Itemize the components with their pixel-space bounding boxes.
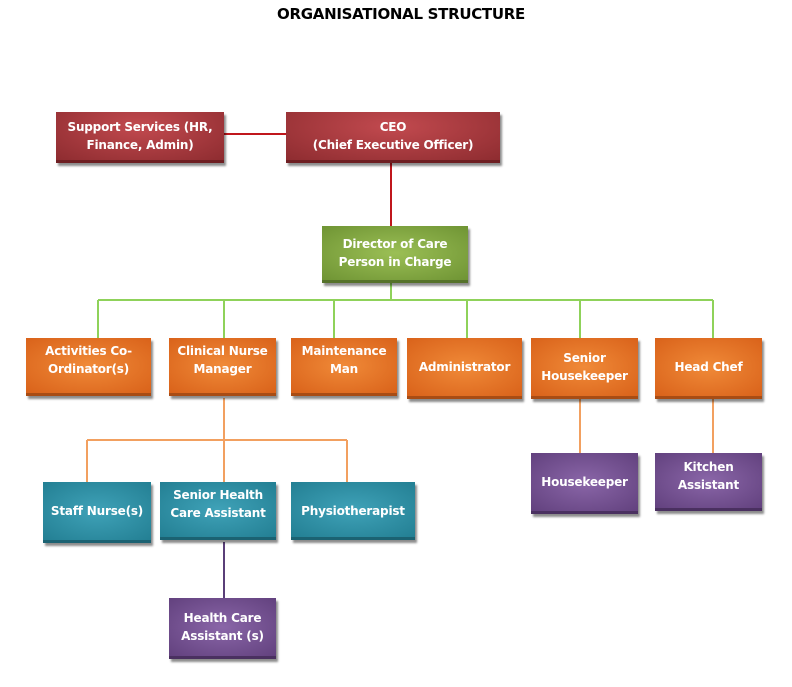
page-title: ORGANISATIONAL STRUCTURE	[277, 5, 525, 23]
node-ceo: CEO (Chief Executive Officer)	[286, 112, 500, 163]
node-administrator: Administrator	[407, 338, 522, 399]
node-senior-health-care-assistant: Senior Health Care Assistant	[160, 482, 276, 540]
node-health-care-assistant: Health Care Assistant (s)	[169, 598, 276, 659]
node-activities-coordinator: Activities Co- Ordinator(s)	[26, 338, 151, 396]
node-staff-nurse: Staff Nurse(s)	[43, 482, 151, 543]
node-housekeeper: Housekeeper	[531, 453, 638, 514]
node-director-of-care: Director of Care Person in Charge	[322, 226, 468, 283]
node-kitchen-assistant: Kitchen Assistant	[655, 453, 762, 511]
node-senior-housekeeper: Senior Housekeeper	[531, 338, 638, 399]
node-head-chef: Head Chef	[655, 338, 762, 399]
node-maintenance-man: Maintenance Man	[291, 338, 397, 396]
node-support-services: Support Services (HR, Finance, Admin)	[56, 112, 224, 163]
node-clinical-nurse-manager: Clinical Nurse Manager	[169, 338, 276, 396]
node-physiotherapist: Physiotherapist	[291, 482, 415, 540]
